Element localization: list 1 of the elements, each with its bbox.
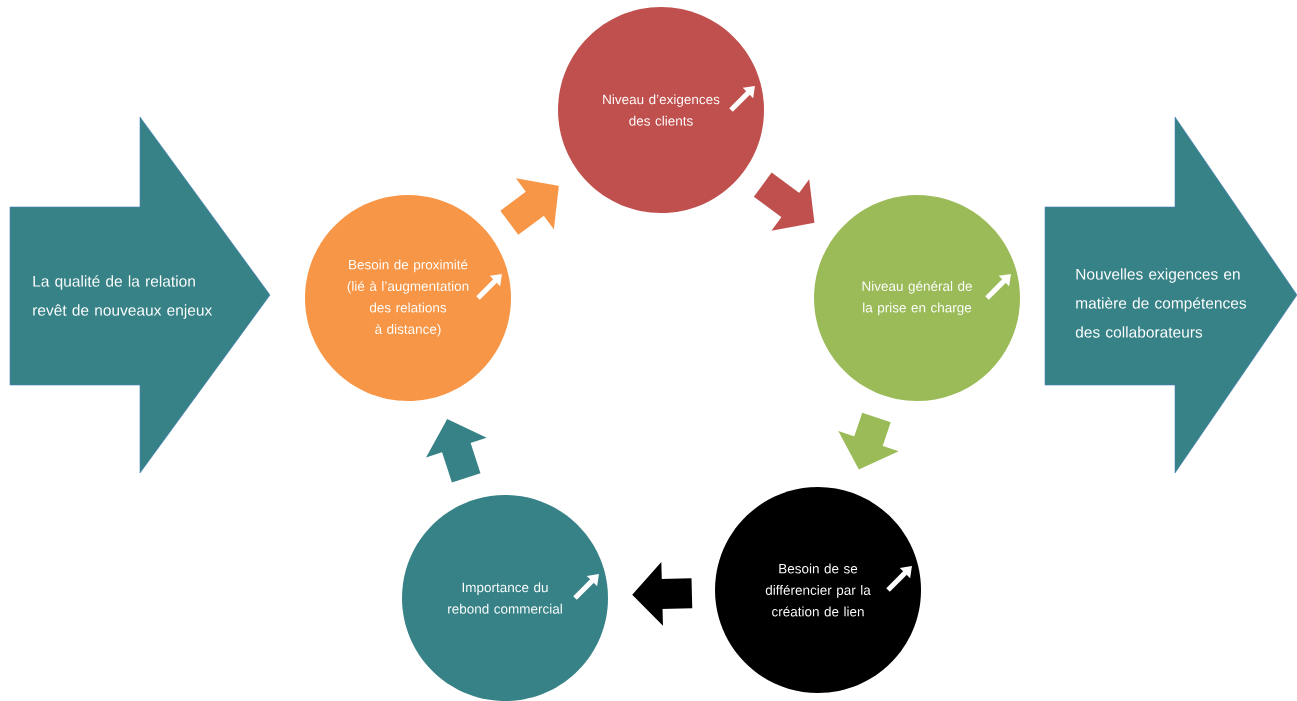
block-arrow: [500, 178, 559, 235]
